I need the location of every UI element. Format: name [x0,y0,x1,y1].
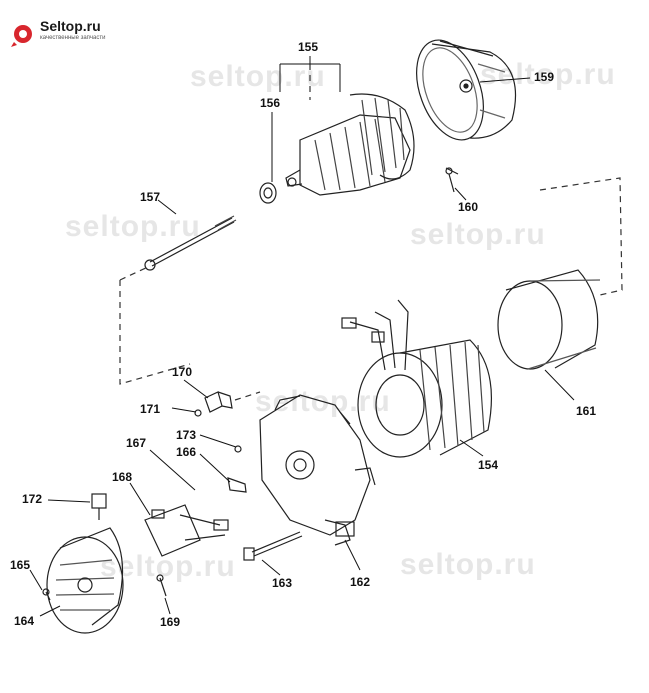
connector-172 [91,493,107,520]
callout-173: 173 [176,428,197,442]
callout-167: 167 [126,436,147,450]
callout-160: 160 [458,200,479,214]
logo-name: Seltop.ru [40,18,101,34]
watermark: seltop.ru [400,548,536,581]
capacitor-168 [144,504,229,557]
grille-164 [46,527,124,634]
bolt-163 [243,531,303,561]
callout-166: 166 [176,445,197,459]
callout-164: 164 [14,614,35,628]
screw-165 [42,588,51,601]
logo-icon [11,25,32,47]
screw-171 [194,409,202,417]
end-bracket-162 [259,394,376,546]
end-cover-159 [416,39,517,141]
screw-173 [234,445,242,453]
seltop-logo[interactable]: Seltop.ru качественные запчасти [10,18,130,52]
callout-161: 161 [576,404,597,418]
callout-168: 168 [112,470,133,484]
callout-169: 169 [160,615,181,629]
callout-171: 171 [140,402,161,416]
callout-155: 155 [298,40,319,54]
callout-156: 156 [260,96,281,110]
cover-band-161 [497,269,601,370]
screw-160 [445,167,459,193]
callout-165: 165 [10,558,31,572]
logo-tagline: качественные запчасти [40,35,106,41]
stator-154 [341,299,493,458]
watermark: seltop.ru [190,60,326,93]
callout-162: 162 [350,575,371,589]
callout-154: 154 [478,458,499,472]
callout-172: 172 [22,492,43,506]
bracket-166 [227,477,247,493]
rotor-155 [285,93,415,196]
callout-163: 163 [272,576,293,590]
callout-157: 157 [140,190,161,204]
watermark: seltop.ru [410,218,546,251]
watermark: seltop.ru [65,210,201,243]
bearing-156 [259,182,277,204]
callout-159: 159 [534,70,555,84]
brush-holder-170 [204,391,233,413]
bolt-157 [144,215,237,271]
watermark: seltop.ru [480,58,616,91]
callout-170: 170 [172,365,193,379]
screw-169 [156,574,167,597]
